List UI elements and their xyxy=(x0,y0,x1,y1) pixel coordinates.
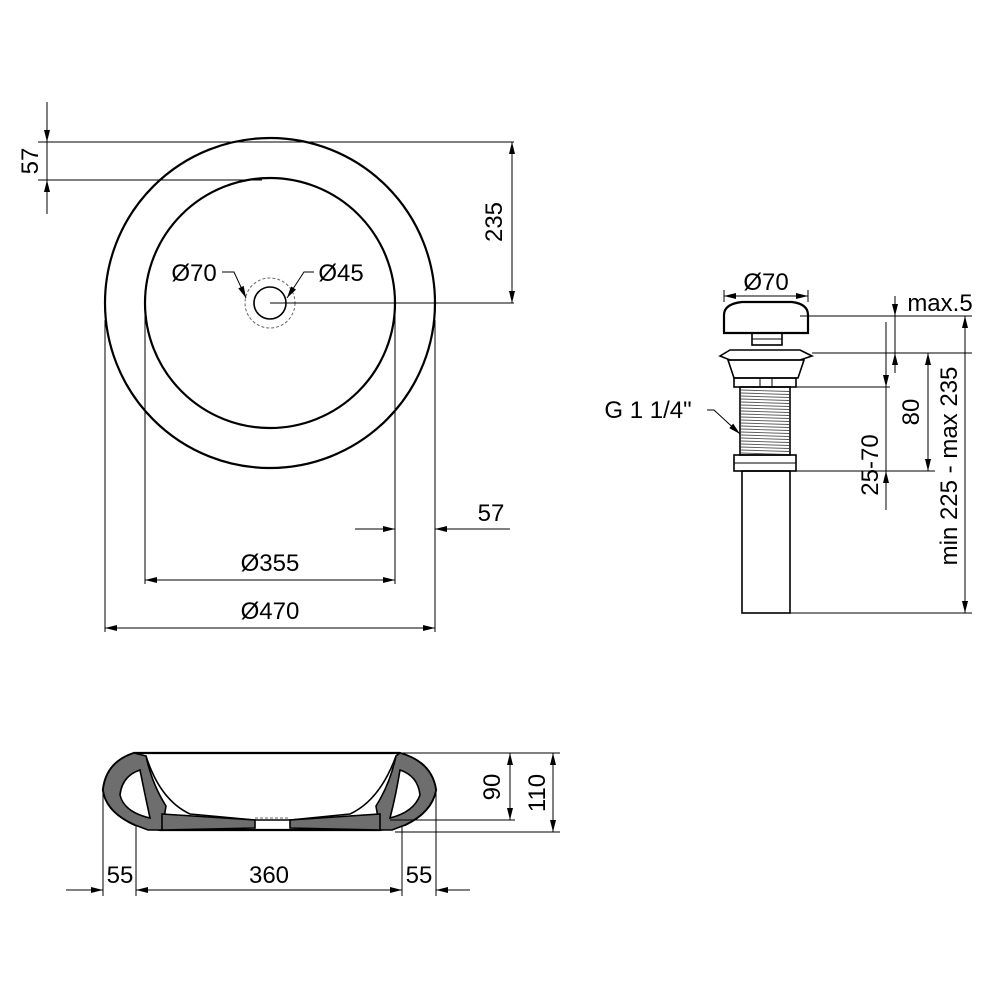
basin-inner-surface xyxy=(145,755,397,821)
thread-line xyxy=(740,398,790,401)
thread-line xyxy=(740,419,790,422)
thread-line xyxy=(740,413,790,416)
dim-right-wall: 55 xyxy=(406,862,433,889)
thread-line xyxy=(740,416,790,419)
thread-line xyxy=(740,410,790,413)
thread-line xyxy=(740,422,790,425)
drain-flange xyxy=(718,349,815,361)
thread-line xyxy=(740,440,790,443)
dim-left-wall: 55 xyxy=(107,862,134,889)
thread-line xyxy=(740,395,790,398)
leader-thread xyxy=(707,409,741,435)
bottom-slab-right xyxy=(289,813,381,831)
thread-line xyxy=(740,431,790,434)
drain-tail-pipe xyxy=(741,470,791,614)
dim-total-range: min 225 - max 235 xyxy=(936,367,963,566)
thread-line xyxy=(740,434,790,437)
left-wall-section xyxy=(102,752,167,831)
dim-rim-top-57: 57 xyxy=(17,148,44,175)
drain-nut xyxy=(726,359,806,379)
thread-line xyxy=(740,392,790,395)
thread-line xyxy=(740,428,790,431)
dim-body-height: 80 xyxy=(898,399,925,426)
dim-bottom-width: 360 xyxy=(249,862,289,889)
section-view: 90 110 55 360 55 xyxy=(66,751,560,896)
leader-drain-inner xyxy=(286,271,314,299)
right-wall-section xyxy=(375,752,437,831)
thread-line xyxy=(740,404,790,407)
dim-thread-spec: G 1 1/4" xyxy=(604,397,691,424)
thread-line xyxy=(740,389,790,392)
thread-line xyxy=(740,443,790,446)
top-view: 57 235 Ø70 Ø45 57 Ø355 Ø470 xyxy=(17,102,515,632)
dim-thickness-range: 25-70 xyxy=(857,434,884,495)
thread-line xyxy=(740,446,790,449)
thread-line xyxy=(740,425,790,428)
leader-drain-outer xyxy=(222,271,247,299)
drain-cap xyxy=(722,300,810,335)
dim-total-height: 110 xyxy=(524,774,551,812)
dim-drain-inner: Ø45 xyxy=(318,260,363,287)
dim-drain-outer: Ø70 xyxy=(171,260,216,287)
thread-line xyxy=(740,437,790,440)
bottom-slab-left xyxy=(161,813,256,831)
dim-outer-diameter: Ø470 xyxy=(241,598,300,625)
dim-cap-diameter: Ø70 xyxy=(743,269,788,296)
drain-thread-lines xyxy=(740,389,790,455)
drain-view: Ø70 max.5 25-70 80 min 225 - max 235 G 1… xyxy=(604,269,973,614)
drain-washer xyxy=(733,377,797,388)
dim-inner-depth: 90 xyxy=(479,774,506,801)
dim-max-gap: max.5 xyxy=(907,290,972,317)
dim-center-offset-235: 235 xyxy=(481,202,508,242)
dim-rim-side-57: 57 xyxy=(478,500,505,527)
dim-inner-diameter: Ø355 xyxy=(241,550,300,577)
thread-line xyxy=(740,401,790,404)
thread-line xyxy=(740,407,790,410)
thread-line xyxy=(740,449,790,452)
